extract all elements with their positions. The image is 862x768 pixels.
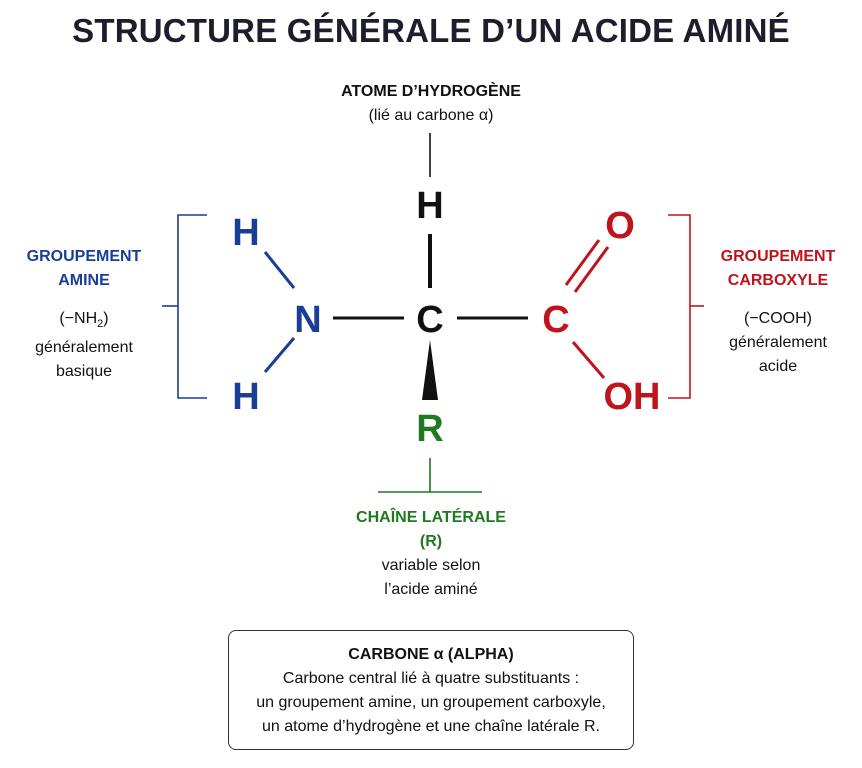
amine-heading-line1: GROUPEMENT xyxy=(26,248,142,265)
atom-o: O xyxy=(605,205,635,247)
bond-c-r-wedge xyxy=(422,340,438,400)
carboxyl-detail-line1: généralement xyxy=(729,334,827,351)
atom-c-alpha: C xyxy=(416,299,443,341)
bond-n-h-bottom xyxy=(263,337,296,373)
atom-h-amine-top: H xyxy=(232,212,259,254)
atom-h-top: H xyxy=(416,185,443,227)
side-chain-detail-line1: variable selon xyxy=(381,557,481,574)
carboxyl-formula: (−COOH) xyxy=(744,310,812,327)
bond-c-o-double-1 xyxy=(564,239,601,286)
amine-detail-line1: généralement xyxy=(35,339,133,357)
amine-detail-line2: basique xyxy=(55,363,113,381)
carboxyl-label: GROUPEMENT CARBOXYLE (−COOH) généralemen… xyxy=(700,245,856,379)
atom-r: R xyxy=(416,408,443,450)
alpha-box-heading: CARBONE α (ALPHA) xyxy=(348,646,514,663)
bond-n-h-top xyxy=(263,251,296,289)
side-chain-label: CHAÎNE LATÉRALE (R) variable selon l’aci… xyxy=(281,506,581,602)
carboxyl-bracket xyxy=(668,214,691,399)
amine-label: GROUPEMENT AMINE (−NH2) généralement bas… xyxy=(6,245,162,384)
carboxyl-detail-line2: acide xyxy=(758,358,798,375)
bond-c-oh xyxy=(571,341,606,379)
atom-c-carboxyl: C xyxy=(542,299,569,341)
alpha-box-line2: un groupement amine, un groupement carbo… xyxy=(256,694,606,711)
alpha-box-line3: un atome d’hydrogène et une chaîne latér… xyxy=(261,718,600,735)
amine-formula: (−NH2) xyxy=(59,310,109,331)
page-title: STRUCTURE GÉNÉRALE D’UN ACIDE AMINÉ xyxy=(72,12,790,49)
atom-oh: OH xyxy=(604,376,661,418)
hydrogen-detail: (lié au carbone α) xyxy=(368,107,494,124)
carboxyl-heading-line2: CARBOXYLE xyxy=(727,272,829,289)
carboxyl-heading-line1: GROUPEMENT xyxy=(720,248,836,265)
amine-bracket xyxy=(177,214,207,399)
hydrogen-label: ATOME D’HYDROGÈNE (lié au carbone α) xyxy=(281,80,581,128)
bond-c-o-double-2 xyxy=(573,246,610,293)
atom-n: N xyxy=(294,299,321,341)
side-chain-detail-line2: l’acide aminé xyxy=(384,581,478,598)
side-chain-heading: CHAÎNE LATÉRALE xyxy=(356,509,506,526)
atom-h-amine-bottom: H xyxy=(232,376,259,418)
amine-heading-line2: AMINE xyxy=(58,272,110,289)
alpha-carbon-box: CARBONE α (ALPHA) Carbone central lié à … xyxy=(228,630,634,750)
alpha-box-line1: Carbone central lié à quatre substituant… xyxy=(282,670,580,687)
hydrogen-heading: ATOME D’HYDROGÈNE xyxy=(341,83,521,100)
side-chain-symbol: (R) xyxy=(419,533,443,550)
